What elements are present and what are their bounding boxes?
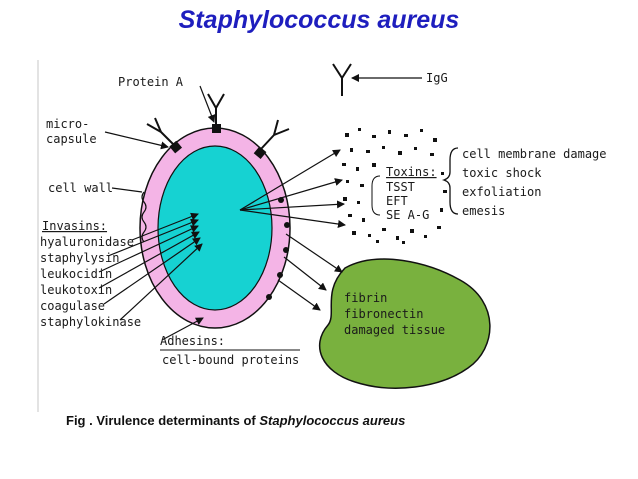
protein-a-pointer bbox=[199, 85, 216, 123]
label-adhesins-sub: cell-bound proteins bbox=[162, 353, 299, 367]
invasin-item: hyaluronidase bbox=[40, 235, 134, 249]
invasin-item: staphylokinase bbox=[40, 315, 141, 329]
invasin-arrow bbox=[98, 225, 199, 273]
caption-species: Staphylococcus aureus bbox=[259, 413, 406, 428]
toxin-arrow bbox=[239, 149, 341, 211]
toxin-item: EFT bbox=[386, 194, 408, 208]
invasin-arrow bbox=[119, 243, 203, 321]
damaged-tissue-blob bbox=[318, 258, 491, 389]
page-title: Staphylococcus aureus bbox=[178, 6, 460, 34]
toxin-effect: cell membrane damage bbox=[462, 147, 607, 161]
microcapsule-block bbox=[212, 124, 221, 133]
label-microcapsule-line2: capsule bbox=[46, 132, 97, 146]
invasin-arrow bbox=[107, 218, 199, 257]
left-edge-line bbox=[37, 60, 39, 412]
toxin-bracket bbox=[371, 175, 381, 216]
tissue-item: fibrin bbox=[344, 291, 387, 305]
label-cell-wall: cell wall bbox=[48, 181, 113, 195]
antibody-y-icon bbox=[207, 93, 225, 124]
toxin-effect: toxic shock bbox=[462, 166, 542, 180]
invasin-item: coagulase bbox=[40, 299, 105, 313]
invasin-arrow bbox=[131, 212, 199, 241]
cell-wall-squiggle bbox=[141, 191, 147, 243]
caption-prefix: Fig . Virulence determinants of bbox=[66, 413, 260, 428]
microcapsule-block bbox=[253, 146, 267, 160]
toxin-arrow bbox=[239, 209, 346, 228]
tissue-item: fibronectin bbox=[344, 307, 423, 321]
adhesins-pointer bbox=[161, 317, 204, 341]
antibody-y-icon bbox=[260, 119, 290, 150]
toxin-arrow bbox=[239, 200, 345, 211]
antibody-y-icon bbox=[146, 117, 174, 145]
toxin-particles bbox=[342, 128, 447, 244]
label-protein-a: Protein A bbox=[118, 75, 184, 89]
label-invasins: Invasins: bbox=[42, 219, 107, 233]
label-toxins: Toxins: bbox=[386, 165, 437, 179]
invasin-arrow bbox=[98, 231, 200, 289]
invasin-item: leukotoxin bbox=[40, 283, 112, 297]
invasin-item: staphylysin bbox=[40, 251, 119, 265]
adhesin-arrow bbox=[283, 256, 327, 291]
toxin-effect: exfoliation bbox=[462, 185, 541, 199]
figure-caption: Fig . Virulence determinants of Staphylo… bbox=[66, 413, 405, 428]
toxin-effect: emesis bbox=[462, 204, 505, 218]
label-igg: IgG bbox=[426, 71, 448, 85]
cytoplasm bbox=[157, 145, 273, 311]
adhesin-arrow bbox=[285, 233, 343, 273]
label-microcapsule-line1: micro- bbox=[46, 117, 89, 131]
igg-y-icon bbox=[332, 63, 352, 96]
effects-bracket bbox=[441, 147, 459, 215]
toxin-arrow bbox=[239, 178, 343, 211]
invasin-item: leukocidin bbox=[40, 267, 112, 281]
cell-wall-pointer bbox=[111, 187, 143, 193]
adhesin-arrow bbox=[277, 279, 321, 311]
tissue-item: damaged tissue bbox=[344, 323, 445, 337]
toxin-item: TSST bbox=[386, 180, 415, 194]
label-adhesins: Adhesins: bbox=[160, 334, 225, 348]
invasin-arrow bbox=[103, 237, 201, 305]
toxin-item: SE A-G bbox=[386, 208, 429, 222]
microcapsule-pointer bbox=[104, 131, 169, 150]
